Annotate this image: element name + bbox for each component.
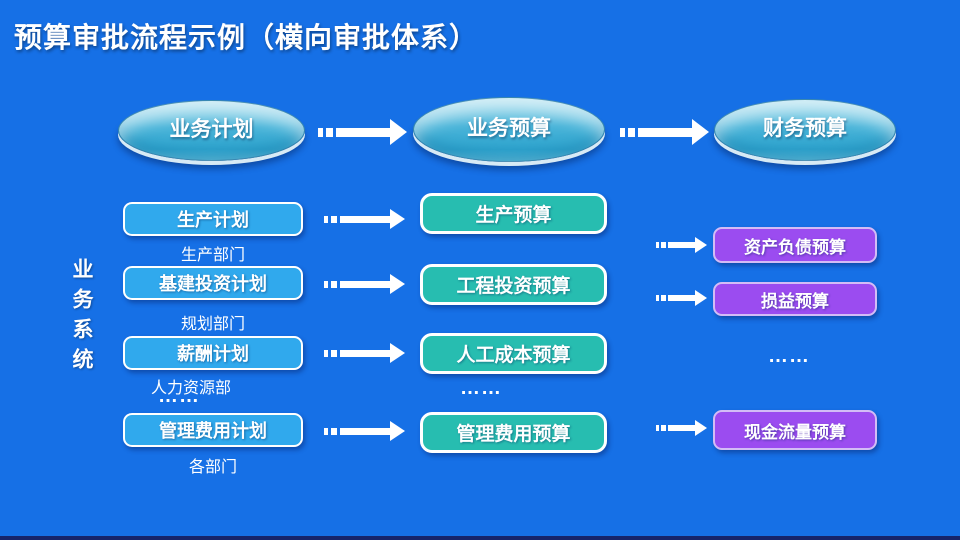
- plan-box-salary: 薪酬计划: [123, 336, 303, 370]
- ellipsis-plan-column: ……: [158, 385, 200, 407]
- arrow-dash: [318, 127, 323, 137]
- finance-box-cash-flow: 现金流量预算: [713, 410, 877, 450]
- arrow-shaft: [336, 127, 390, 137]
- dept-label-production: 生产部门: [180, 247, 245, 264]
- ellipsis-finance-column: ……: [768, 345, 810, 367]
- striped-arrow-icon: [620, 119, 709, 145]
- arrow-dash: [628, 127, 635, 137]
- page-title: 预算审批流程示例（横向审批体系）: [14, 22, 479, 53]
- arrow-dash: [326, 127, 333, 137]
- arrow-shaft: [340, 427, 390, 435]
- plan-box-admin-expense: 管理费用计划: [123, 413, 303, 447]
- budget-box-admin-expense: 管理费用预算: [420, 412, 607, 453]
- arrow-dash: [324, 280, 328, 288]
- arrow-shaft: [340, 215, 390, 223]
- arrow-head: [390, 274, 405, 294]
- arrow-dash: [331, 215, 337, 223]
- arrow-head: [695, 237, 707, 253]
- arrow-shaft: [668, 295, 695, 301]
- striped-arrow-icon: [656, 237, 707, 253]
- plan-box-infrastructure-investment: 基建投资计划: [123, 266, 303, 300]
- arrow-dash: [331, 349, 337, 357]
- arrow-head: [390, 209, 405, 229]
- arrow-dash: [331, 427, 337, 435]
- arrow-shaft: [668, 425, 695, 431]
- dept-label-planning: 规划部门: [180, 316, 245, 333]
- arrow-dash: [661, 242, 666, 248]
- arrow-dash: [331, 280, 337, 288]
- arrow-head: [390, 119, 407, 145]
- budget-box-labor-cost: 人工成本预算: [420, 333, 607, 374]
- arrow-head: [390, 421, 405, 441]
- finance-box-balance-sheet: 资产负债预算: [713, 227, 877, 263]
- dept-label-hr: 人力资源部: [150, 380, 231, 397]
- arrow-dash: [620, 127, 625, 137]
- striped-arrow-icon: [656, 420, 707, 436]
- dept-label-all-departments: 各部门: [188, 459, 237, 476]
- arrow-dash: [656, 295, 659, 301]
- arrow-dash: [324, 215, 328, 223]
- striped-arrow-icon: [656, 290, 707, 306]
- striped-arrow-icon: [324, 421, 405, 441]
- arrow-head: [695, 420, 707, 436]
- arrow-dash: [324, 427, 328, 435]
- arrow-head: [695, 290, 707, 306]
- arrow-dash: [324, 349, 328, 357]
- flow-node-business-plan: 业务计划: [118, 100, 305, 161]
- ellipsis-budget-column: ……: [460, 377, 502, 399]
- striped-arrow-icon: [324, 343, 405, 363]
- budget-box-engineering-investment: 工程投资预算: [420, 264, 607, 305]
- side-label-business-system: 业务系统: [70, 258, 93, 378]
- arrow-dash: [656, 242, 659, 248]
- flow-node-business-budget: 业务预算: [413, 97, 605, 162]
- striped-arrow-icon: [324, 209, 405, 229]
- arrow-shaft: [638, 127, 692, 137]
- striped-arrow-icon: [318, 119, 407, 145]
- plan-box-production: 生产计划: [123, 202, 303, 236]
- arrow-dash: [661, 295, 666, 301]
- flow-node-finance-budget: 财务预算: [714, 99, 896, 161]
- arrow-head: [390, 343, 405, 363]
- finance-box-profit-loss: 损益预算: [713, 282, 877, 316]
- budget-box-production: 生产预算: [420, 193, 607, 234]
- arrow-dash: [661, 425, 666, 431]
- bottom-accent-bar: [0, 536, 960, 540]
- striped-arrow-icon: [324, 274, 405, 294]
- arrow-shaft: [340, 280, 390, 288]
- arrow-shaft: [668, 242, 695, 248]
- arrow-head: [692, 119, 709, 145]
- arrow-dash: [656, 425, 659, 431]
- arrow-shaft: [340, 349, 390, 357]
